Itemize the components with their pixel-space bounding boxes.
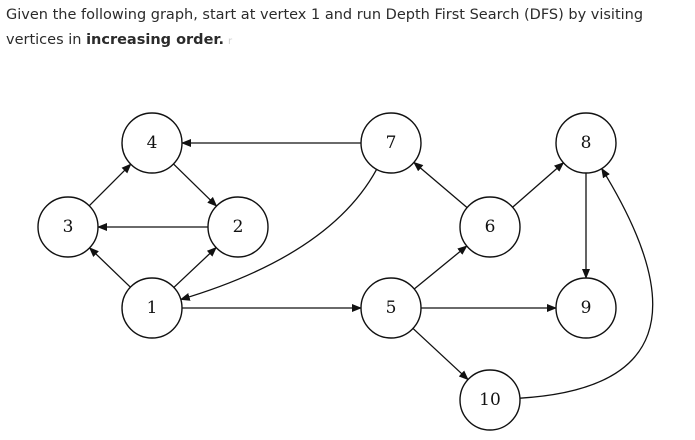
node-label-2: 2	[233, 217, 244, 237]
node-6: 6	[459, 196, 521, 258]
node-label-4: 4	[147, 133, 158, 153]
edge-5-to-10	[412, 327, 469, 381]
node-circle-3	[37, 196, 99, 258]
node-circle-6	[459, 196, 521, 258]
question-bold-tail: increasing order.	[86, 32, 224, 48]
node-label-3: 3	[63, 217, 74, 237]
node-label-1: 1	[147, 298, 158, 318]
edge-6-to-8	[512, 162, 565, 208]
node-circle-4	[121, 112, 183, 174]
node-circle-5	[360, 277, 422, 339]
node-9: 9	[555, 277, 617, 339]
question-text: Given the following graph, start at vert…	[6, 3, 692, 54]
node-label-8: 8	[581, 133, 592, 153]
node-circle-1	[121, 277, 183, 339]
edge-3-to-4	[88, 163, 132, 207]
node-label-9: 9	[581, 298, 592, 318]
node-circle-10	[459, 369, 521, 431]
edge-1-to-2	[173, 246, 217, 288]
edges-layer	[88, 139, 654, 399]
faint-mark: r	[228, 36, 233, 47]
node-5: 5	[360, 277, 422, 339]
node-3: 3	[37, 196, 99, 258]
node-4: 4	[121, 112, 183, 174]
node-10: 10	[459, 369, 521, 431]
node-circle-9	[555, 277, 617, 339]
node-label-5: 5	[386, 298, 397, 318]
edge-7-to-1	[179, 169, 378, 301]
edge-5-to-6	[413, 245, 468, 290]
question-main: Given the following graph, start at vert…	[6, 7, 644, 48]
node-label-6: 6	[485, 217, 496, 237]
node-circle-7	[360, 112, 422, 174]
edge-10-to-8	[519, 167, 654, 399]
node-8: 8	[555, 112, 617, 174]
node-1: 1	[121, 277, 183, 339]
node-label-10: 10	[479, 390, 501, 410]
edge-6-to-7	[413, 161, 468, 209]
nodes-layer: 1 2 3 4 5 6 7 8 9 10	[37, 112, 617, 431]
edge-4-to-2	[173, 163, 218, 207]
edge-1-to-3	[88, 247, 131, 288]
node-circle-8	[555, 112, 617, 174]
node-2: 2	[207, 196, 269, 258]
node-label-7: 7	[386, 133, 397, 153]
node-7: 7	[360, 112, 422, 174]
node-circle-2	[207, 196, 269, 258]
